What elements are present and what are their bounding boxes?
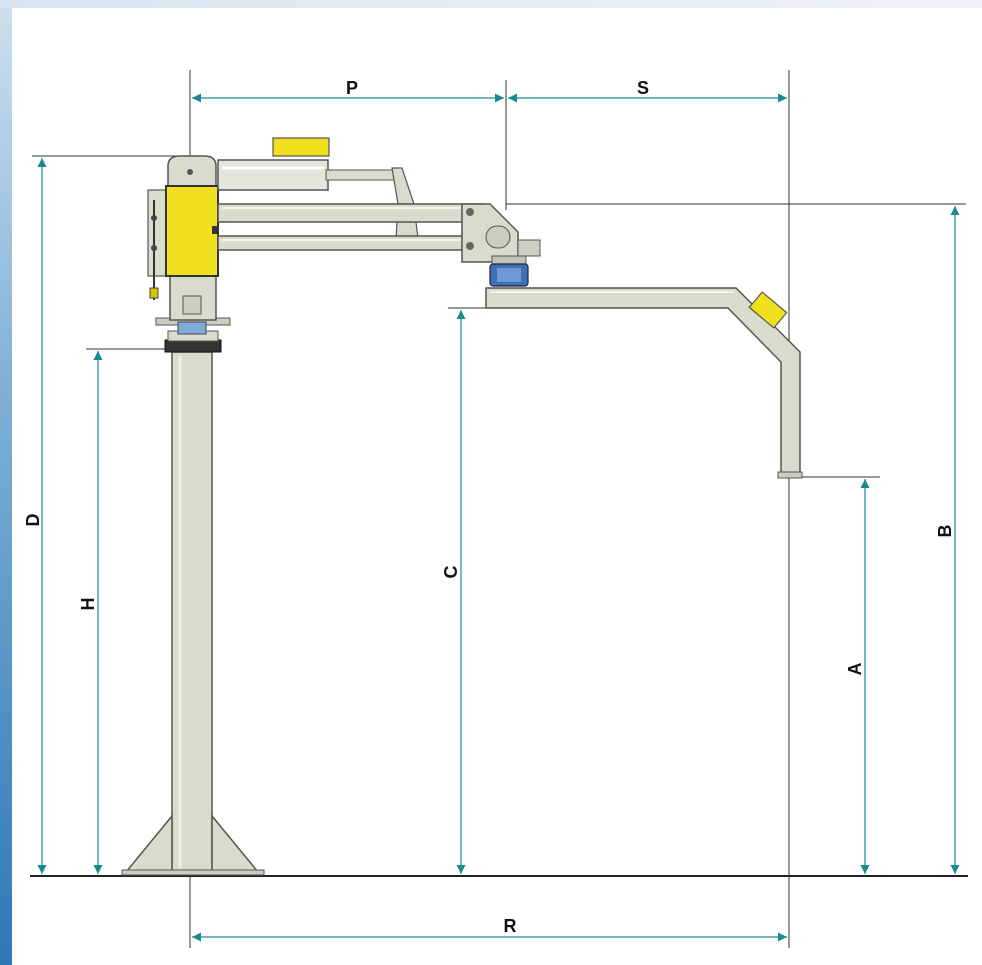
- balancing-cylinder: [217, 137, 419, 239]
- label-r: R: [504, 916, 517, 936]
- label-c: C: [441, 566, 461, 579]
- label-d: D: [23, 514, 43, 527]
- page-left-gradient-bar: [0, 0, 12, 965]
- label-a: A: [845, 663, 865, 676]
- support-column: [121, 317, 265, 876]
- label-b: B: [935, 525, 955, 538]
- inner-arm: [217, 203, 483, 251]
- swivel-joint: [489, 255, 529, 287]
- label-p: P: [346, 78, 358, 98]
- outer-arm: [485, 287, 803, 479]
- label-s: S: [637, 78, 649, 98]
- elbow-joint: [461, 203, 541, 263]
- control-box: [147, 185, 219, 300]
- label-h: H: [78, 598, 98, 611]
- page-top-bar: [0, 0, 982, 8]
- column-head: [167, 155, 217, 321]
